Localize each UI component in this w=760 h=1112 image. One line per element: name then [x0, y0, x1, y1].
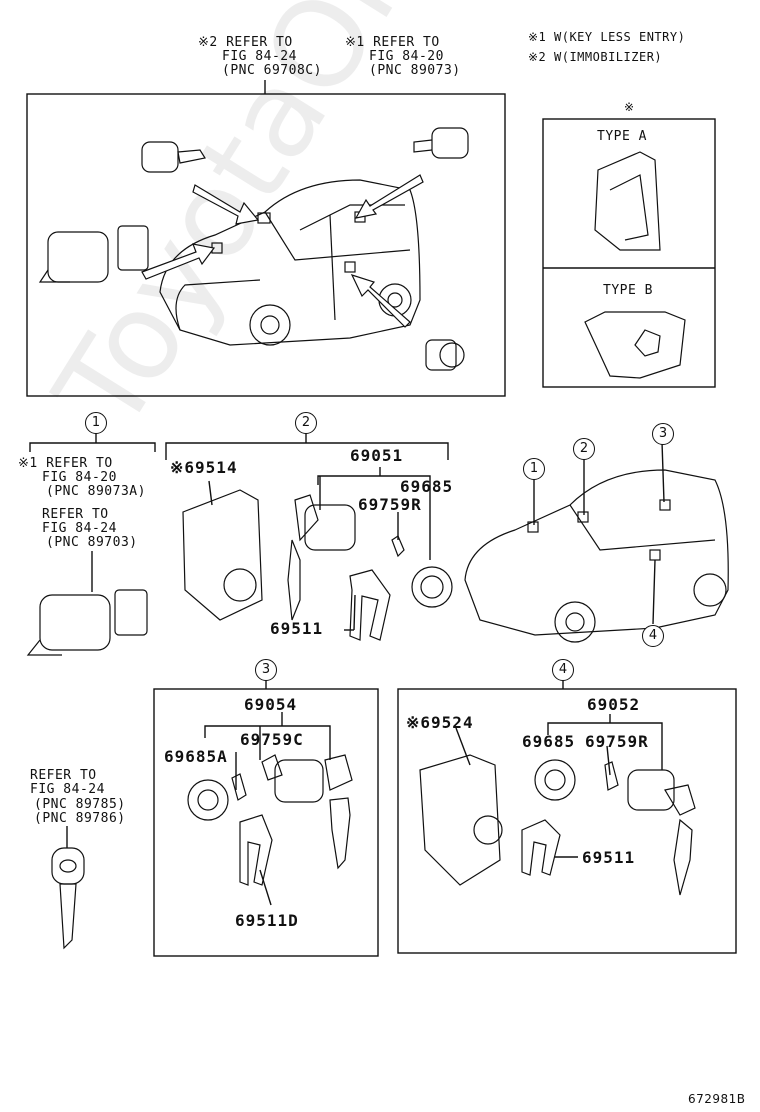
group1-refer-b-line2: FIG 84-24	[42, 521, 117, 536]
part-69054: 69054	[244, 695, 298, 714]
car-callout-4: 4	[642, 625, 664, 647]
refer-b-pnc: (PNC 89073)	[369, 63, 461, 78]
key-refer-pnc2: (PNC 89786)	[34, 811, 126, 826]
group4-frame	[397, 688, 737, 954]
car-callout-2: 2	[573, 438, 595, 460]
refer-b-line2: FIG 84-20	[369, 49, 444, 64]
key-refer-line2: FIG 84-24	[30, 782, 105, 797]
group4-index: 4	[552, 659, 574, 681]
part-69511-g2: 69511	[270, 619, 324, 638]
group1-index: 1	[85, 412, 107, 434]
part-69685-g2: 69685	[400, 477, 454, 496]
refer-a-line2: FIG 84-24	[222, 49, 297, 64]
type-panel-mark: ※	[624, 100, 635, 114]
type-panel-frame	[542, 118, 716, 388]
part-69524: ※69524	[406, 713, 474, 732]
group3-index: 3	[255, 659, 277, 681]
type-b-label: TYPE B	[603, 283, 653, 298]
refer-b-line1: ※1 REFER TO	[345, 35, 440, 50]
key-refer-line1: REFER TO	[30, 768, 97, 783]
figure-id: 672981B	[688, 1092, 746, 1106]
part-69051: 69051	[350, 446, 404, 465]
part-69685-g4: 69685	[522, 732, 576, 751]
group1-refer-b-line1: REFER TO	[42, 507, 109, 522]
key-refer-pnc1: (PNC 89785)	[34, 797, 126, 812]
part-69759R-g4: 69759R	[585, 732, 649, 751]
legend-keyless: ※1 W(KEY LESS ENTRY)	[528, 30, 686, 44]
index-car	[464, 469, 729, 643]
group1-refer-a-line1: ※1 REFER TO	[18, 456, 113, 471]
part-69759C: 69759C	[240, 730, 304, 749]
group1-refer-a-pnc: (PNC 89073A)	[46, 484, 146, 499]
part-69511-g4: 69511	[582, 848, 636, 867]
type-a-label: TYPE A	[597, 129, 647, 144]
legend-immobilizer: ※2 W(IMMOBILIZER)	[528, 50, 663, 64]
car-callout-3: 3	[652, 423, 674, 445]
group1-refer-b-pnc: (PNC 89703)	[46, 535, 138, 550]
refer-a-pnc: (PNC 69708C)	[222, 63, 322, 78]
part-69052: 69052	[587, 695, 641, 714]
part-69759R-g2: 69759R	[358, 495, 422, 514]
part-69685A: 69685A	[164, 747, 228, 766]
part-69514: ※69514	[170, 458, 238, 477]
group2-index: 2	[295, 412, 317, 434]
car-callout-1: 1	[523, 458, 545, 480]
group1-refer-a-line2: FIG 84-20	[42, 470, 117, 485]
refer-a-line1: ※2 REFER TO	[198, 35, 293, 50]
overview-frame	[26, 93, 506, 397]
part-69511D: 69511D	[235, 911, 299, 930]
